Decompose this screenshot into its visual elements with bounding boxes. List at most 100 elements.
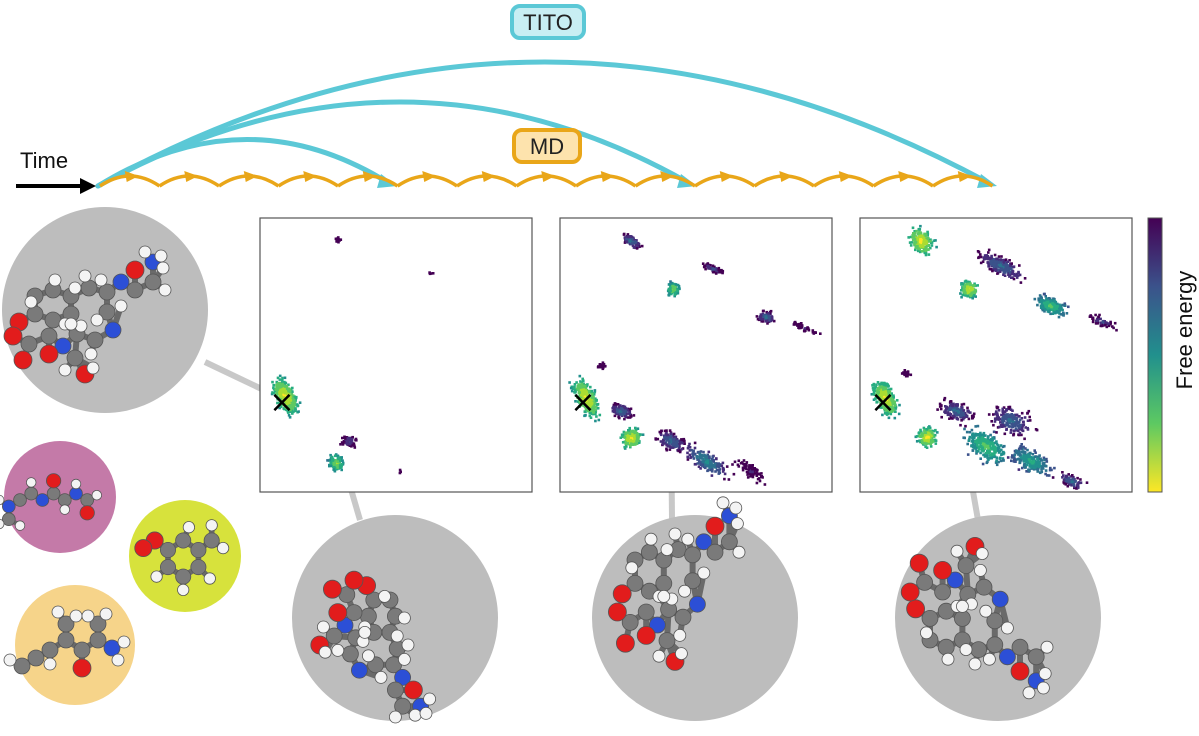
density-cell bbox=[733, 460, 737, 464]
density-cell bbox=[800, 324, 804, 327]
density-cell bbox=[751, 473, 755, 477]
density-cell bbox=[343, 435, 346, 439]
atom bbox=[13, 657, 31, 675]
ball-and-stick-molecule-icon bbox=[608, 496, 746, 671]
density-cell bbox=[673, 437, 676, 441]
density-cell bbox=[623, 417, 626, 421]
density-cell bbox=[1035, 460, 1038, 463]
molecule-start bbox=[2, 207, 208, 413]
start-marker-icon: × bbox=[269, 385, 294, 420]
density-cell bbox=[578, 400, 582, 404]
density-cell bbox=[1009, 408, 1013, 411]
density-cell bbox=[623, 241, 627, 244]
density-cell bbox=[596, 402, 600, 406]
density-cell bbox=[350, 439, 354, 442]
density-cell bbox=[919, 240, 922, 244]
density-cell bbox=[971, 414, 975, 417]
density-cell bbox=[654, 437, 657, 440]
density-cell bbox=[280, 395, 283, 398]
density-cell bbox=[998, 417, 1001, 421]
density-cell bbox=[617, 405, 621, 409]
density-cell bbox=[278, 382, 281, 385]
density-cell bbox=[1025, 463, 1029, 467]
density-cell bbox=[673, 287, 676, 291]
density-cell bbox=[746, 476, 750, 479]
density-cell bbox=[725, 465, 729, 468]
density-cell bbox=[919, 238, 922, 242]
density-cell bbox=[1043, 292, 1046, 296]
density-cell bbox=[1044, 308, 1048, 311]
atom bbox=[626, 575, 644, 592]
density-cell bbox=[272, 388, 276, 391]
density-cell bbox=[1011, 425, 1015, 428]
ball-and-stick-molecule-icon bbox=[3, 605, 131, 678]
density-cell bbox=[1048, 300, 1052, 303]
density-cell bbox=[285, 395, 288, 399]
atom bbox=[177, 583, 190, 597]
density-cell bbox=[962, 290, 965, 294]
density-cell bbox=[926, 429, 930, 433]
density-cell bbox=[1013, 457, 1016, 460]
density-cell bbox=[583, 414, 586, 418]
density-cell bbox=[630, 237, 634, 241]
density-cell bbox=[333, 454, 337, 458]
density-cell bbox=[987, 446, 990, 450]
density-cell bbox=[583, 389, 587, 393]
density-cell bbox=[934, 442, 938, 445]
density-cell bbox=[1000, 265, 1003, 269]
density-cell bbox=[993, 258, 997, 261]
density-cell bbox=[635, 435, 639, 438]
density-cell bbox=[1044, 304, 1048, 308]
density-cell bbox=[991, 446, 995, 450]
density-cell bbox=[1025, 459, 1028, 462]
density-cell bbox=[621, 434, 625, 437]
density-cell bbox=[1068, 478, 1072, 482]
density-cell bbox=[701, 457, 704, 460]
density-cell bbox=[619, 436, 623, 439]
density-cell bbox=[890, 405, 893, 409]
free-energy-panel-3: × bbox=[859, 217, 1133, 493]
density-cell bbox=[979, 451, 982, 455]
density-cell bbox=[919, 430, 923, 434]
time-label: Time bbox=[20, 148, 68, 173]
density-cell bbox=[971, 296, 974, 300]
density-cell bbox=[917, 431, 921, 434]
density-cell bbox=[909, 235, 913, 239]
density-cell bbox=[717, 463, 721, 467]
density-cell bbox=[1021, 446, 1024, 449]
panel-3-density bbox=[870, 224, 1118, 490]
density-cell bbox=[579, 380, 582, 383]
density-cell bbox=[672, 436, 676, 439]
density-cell bbox=[592, 405, 596, 408]
density-cell bbox=[670, 442, 673, 445]
density-cell bbox=[922, 426, 926, 430]
density-cell bbox=[915, 229, 918, 233]
density-cell bbox=[881, 385, 884, 388]
density-cell bbox=[976, 284, 979, 287]
density-cell bbox=[944, 411, 947, 415]
density-cell bbox=[1027, 468, 1030, 472]
density-cell bbox=[1045, 474, 1049, 477]
density-cell bbox=[876, 388, 879, 392]
density-cell bbox=[1042, 464, 1046, 467]
density-cell bbox=[629, 438, 633, 442]
density-cell bbox=[751, 464, 754, 467]
density-cell bbox=[927, 426, 930, 429]
density-cell bbox=[884, 386, 888, 390]
density-cell bbox=[962, 436, 965, 439]
density-cell bbox=[959, 410, 963, 413]
density-cell bbox=[891, 406, 895, 410]
density-cell bbox=[1107, 322, 1110, 325]
density-cell bbox=[291, 397, 295, 401]
density-cell bbox=[756, 468, 759, 472]
density-cell bbox=[966, 294, 969, 298]
atom bbox=[3, 653, 17, 667]
density-cell bbox=[1053, 297, 1056, 301]
density-cell bbox=[898, 403, 901, 407]
density-cell bbox=[1017, 447, 1021, 451]
atom bbox=[655, 575, 673, 592]
density-cell bbox=[283, 381, 287, 385]
density-cell bbox=[743, 465, 746, 468]
density-cell bbox=[1018, 427, 1022, 431]
density-cell bbox=[284, 386, 288, 390]
